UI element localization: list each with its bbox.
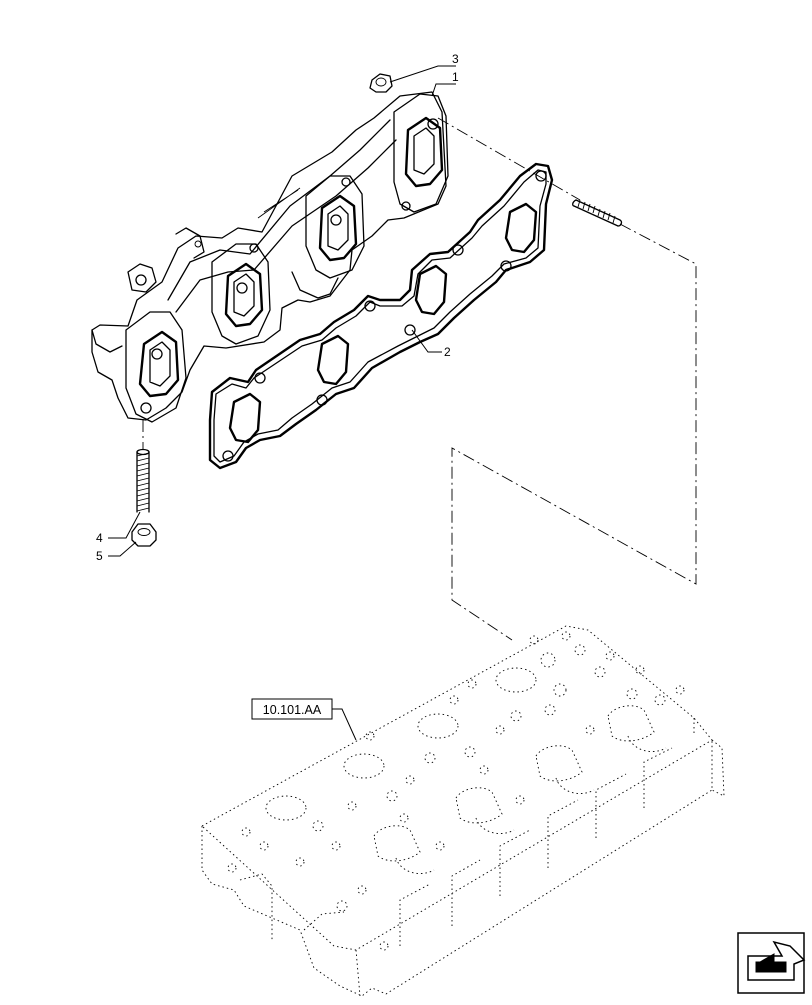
reference-callout[interactable]: 10.101.AA (251, 698, 357, 741)
manifold-gasket (208, 162, 554, 470)
callout-label: 1 (452, 70, 459, 84)
callout-label: 5 (96, 549, 103, 563)
callout-5: 5 (96, 541, 137, 563)
nut-item-5 (131, 523, 157, 547)
assembly-center-lines (142, 117, 697, 641)
callout-2: 2 (411, 329, 451, 359)
cylinder-head (201, 625, 725, 997)
stud-item-4 (136, 448, 150, 513)
callout-label: 3 (452, 52, 459, 66)
exhaust-manifold (91, 91, 449, 423)
callout-4: 4 (96, 511, 141, 545)
next-page-arrow-icon[interactable] (737, 932, 806, 994)
callout-1: 1 (431, 70, 459, 97)
callout-label: 2 (444, 345, 451, 359)
callout-label: 4 (96, 531, 103, 545)
reference-label: 10.101.AA (263, 703, 322, 717)
nut-item-3 (369, 73, 393, 93)
stud-upper (572, 199, 623, 227)
callout-3: 3 (389, 52, 459, 83)
